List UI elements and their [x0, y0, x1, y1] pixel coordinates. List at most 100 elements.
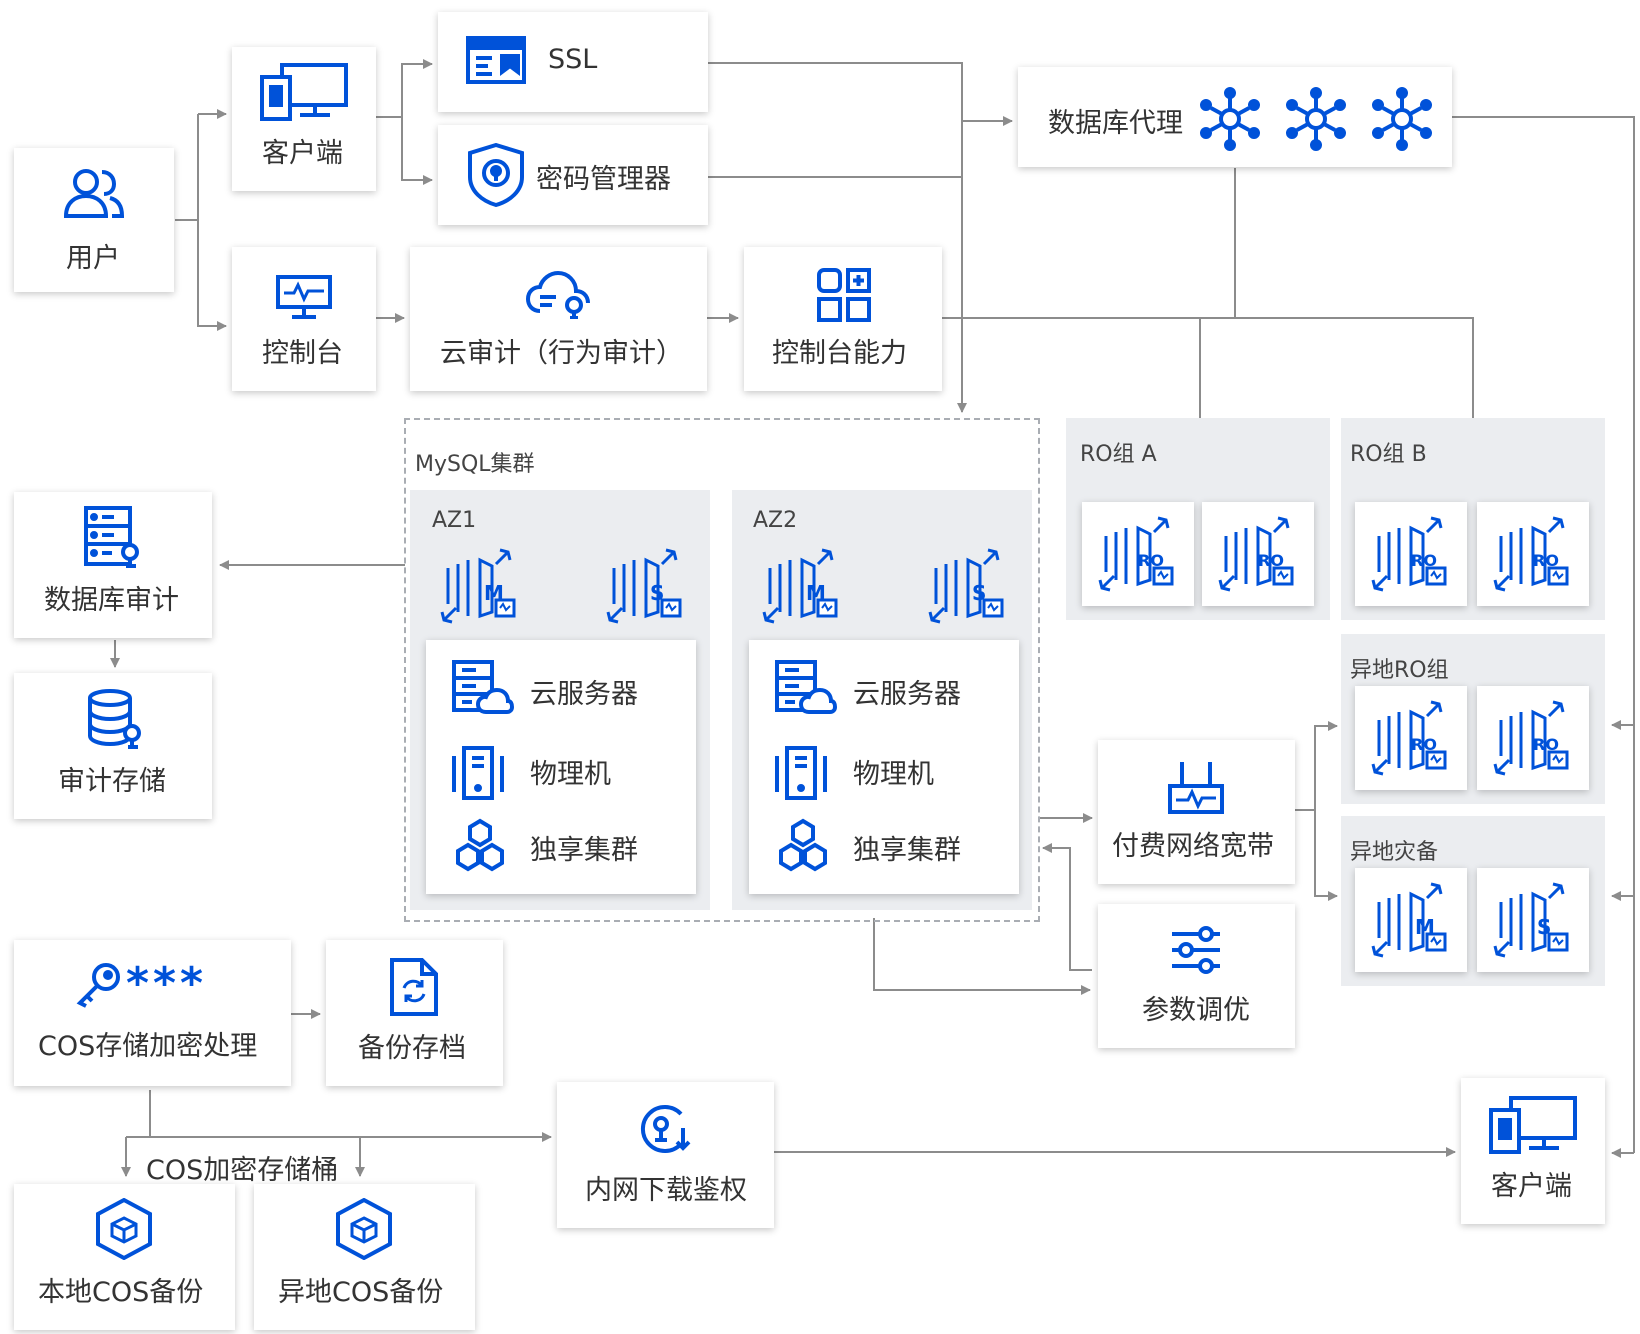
db-instance-icon: RO [1098, 514, 1178, 594]
audit-storage-label: 审计存储 [58, 766, 166, 797]
server-cloud-icon [775, 660, 837, 714]
remote-ro-instance-1[interactable]: RO [1355, 686, 1467, 790]
local-cos-node[interactable]: 本地COS备份 [14, 1184, 235, 1330]
cube-hexagon-icon [94, 1198, 154, 1260]
svg-text:M: M [806, 581, 826, 605]
svg-text:RO: RO [1533, 551, 1559, 570]
db-instance-icon: RO [1218, 514, 1298, 594]
db-instance-icon: S [928, 546, 1008, 626]
key-icon [76, 962, 122, 1008]
network-hub-icon [1284, 87, 1348, 151]
user-node[interactable]: 用户 [14, 148, 174, 292]
file-sync-icon [390, 958, 438, 1016]
param-tuning-node[interactable]: 参数调优 [1098, 904, 1295, 1048]
cos-encrypt-node[interactable]: *** COS存储加密处理 [14, 940, 291, 1086]
svg-text:S: S [972, 581, 986, 605]
paid-bandwidth-label: 付费网络宽带 [1112, 831, 1274, 862]
az1-dedicated-label: 独享集群 [530, 835, 638, 866]
users-icon [62, 166, 126, 222]
password-manager-label: 密码管理器 [536, 164, 671, 195]
cos-encrypt-label: COS存储加密处理 [38, 1031, 258, 1062]
svg-text:RO: RO [1258, 551, 1284, 570]
physical-server-icon [775, 746, 827, 800]
client-top-label: 客户端 [262, 138, 343, 169]
az2-cloud-server-label: 云服务器 [853, 679, 961, 710]
console-ability-node[interactable]: 控制台能力 [744, 247, 942, 391]
password-manager-node[interactable]: 密码管理器 [438, 125, 708, 225]
ro-a-instance-1[interactable]: RO [1082, 502, 1194, 606]
apps-grid-icon [816, 267, 872, 323]
cube-hexagon-icon [334, 1198, 394, 1260]
cloud-audit-node[interactable]: 云审计（行为审计） [410, 247, 707, 391]
download-lock-icon [637, 1102, 697, 1156]
remote-ro-instance-2[interactable]: RO [1477, 686, 1589, 790]
intranet-download-label: 内网下载鉴权 [585, 1175, 747, 1206]
az1-cloud-server-label: 云服务器 [530, 679, 638, 710]
az1-physical-label: 物理机 [530, 759, 611, 790]
monitor-icon [276, 275, 332, 319]
paid-bandwidth-node[interactable]: 付费网络宽带 [1098, 740, 1295, 884]
ro-b-instance-2[interactable]: RO [1477, 502, 1589, 606]
database-key-icon [86, 689, 146, 749]
user-label: 用户 [66, 243, 120, 274]
audit-storage-node[interactable]: 审计存储 [14, 673, 212, 819]
db-instance-icon: M [440, 546, 520, 626]
hexagon-cluster-icon [775, 818, 831, 874]
db-instance-icon: RO [1493, 698, 1573, 778]
db-instance-icon: M [762, 546, 842, 626]
db-instance-icon: RO [1371, 514, 1451, 594]
client-bottom-node[interactable]: 客户端 [1461, 1078, 1605, 1224]
az2-dedicated-label: 独享集群 [853, 835, 961, 866]
remote-dr-group-label: 异地灾备 [1350, 840, 1439, 865]
remote-cos-label: 异地COS备份 [278, 1277, 444, 1308]
backup-archive-node[interactable]: 备份存档 [326, 940, 503, 1086]
server-cloud-icon [452, 660, 514, 714]
ro-group-b-label: RO组 B [1350, 442, 1427, 467]
db-audit-label: 数据库审计 [44, 585, 179, 616]
backup-archive-label: 备份存档 [358, 1033, 466, 1064]
ro-b-instance-1[interactable]: RO [1355, 502, 1467, 606]
ssl-label: SSL [548, 44, 598, 75]
svg-text:RO: RO [1411, 735, 1437, 754]
svg-text:S: S [650, 581, 664, 605]
cloud-audit-label: 云审计（行为审计） [440, 338, 683, 369]
console-ability-label: 控制台能力 [772, 338, 907, 369]
svg-text:RO: RO [1533, 735, 1559, 754]
az2-resources: 云服务器 物理机 独享集群 [749, 640, 1019, 894]
client-bottom-label: 客户端 [1491, 1171, 1572, 1202]
remote-dr-slave[interactable]: S [1477, 868, 1589, 972]
az1-label: AZ1 [432, 508, 477, 533]
desktop-mobile-icon [260, 61, 350, 121]
remote-cos-node[interactable]: 异地COS备份 [254, 1184, 475, 1330]
db-instance-icon: M [1371, 880, 1451, 960]
az2-label: AZ2 [753, 508, 798, 533]
ro-group-a-label: RO组 A [1080, 442, 1157, 467]
desktop-mobile-icon [1489, 1094, 1579, 1154]
shield-lock-icon [468, 143, 524, 207]
physical-server-icon [452, 746, 504, 800]
ro-a-instance-2[interactable]: RO [1202, 502, 1314, 606]
cos-bucket-label: COS加密存储桶 [142, 1148, 343, 1187]
server-key-icon [82, 506, 142, 568]
console-node[interactable]: 控制台 [232, 247, 376, 391]
router-icon [1168, 760, 1224, 816]
intranet-download-node[interactable]: 内网下载鉴权 [557, 1082, 774, 1228]
remote-dr-master[interactable]: M [1355, 868, 1467, 972]
key-stars: *** [126, 958, 208, 1009]
cloud-audit-icon [526, 271, 590, 319]
svg-text:S: S [1537, 915, 1551, 939]
client-top-node[interactable]: 客户端 [232, 47, 376, 191]
network-hub-icon [1370, 87, 1434, 151]
local-cos-label: 本地COS备份 [38, 1277, 204, 1308]
svg-text:M: M [1415, 915, 1435, 939]
az2-physical-label: 物理机 [853, 759, 934, 790]
console-label: 控制台 [262, 338, 343, 369]
db-audit-node[interactable]: 数据库审计 [14, 492, 212, 638]
az1-resources: 云服务器 物理机 独享集群 [426, 640, 696, 894]
ssl-node[interactable]: SSL [438, 12, 708, 112]
mysql-cluster-border [404, 418, 1040, 922]
svg-text:RO: RO [1138, 551, 1164, 570]
hexagon-cluster-icon [452, 818, 508, 874]
remote-ro-group-label: 异地RO组 [1350, 658, 1449, 683]
db-proxy-node[interactable]: 数据库代理 [1018, 67, 1452, 167]
